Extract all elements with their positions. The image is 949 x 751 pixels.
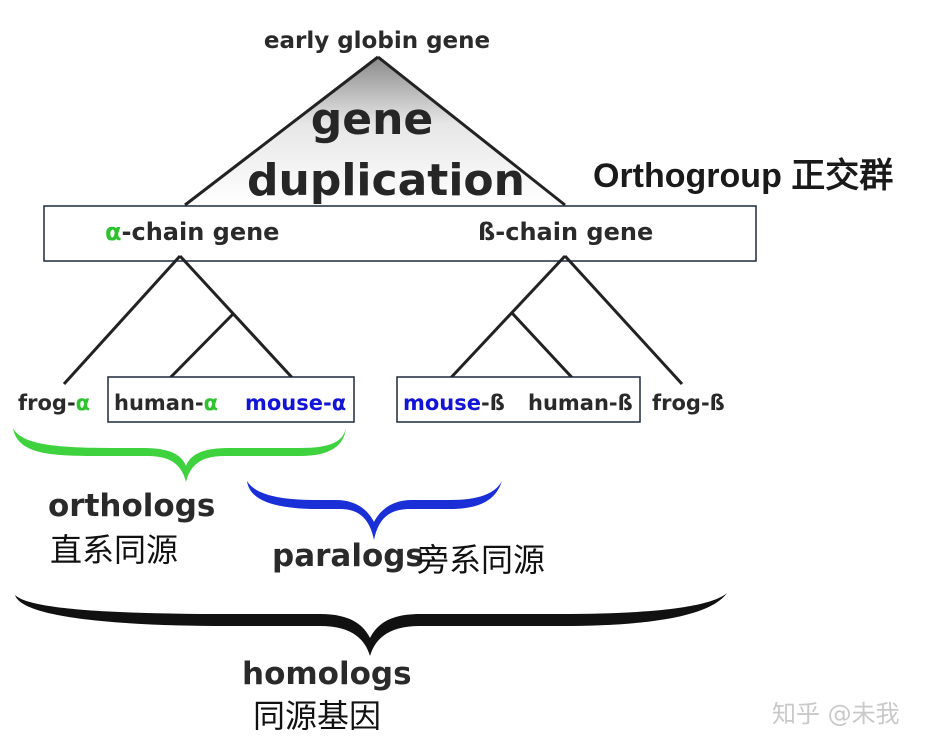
beta-paralog-box [396,376,641,423]
leaf-frog-alpha-name: frog- [18,391,76,415]
root-to-alpha-branch [184,55,379,207]
leaf-human-alpha: human-α [114,391,218,415]
root-label: early globin gene [264,28,490,54]
orthologs-label: orthologs [48,488,215,524]
alpha-chain-text: -chain gene [122,218,280,246]
alpha-chain-symbol: α [105,218,122,246]
orthologs-label-zh: 直系同源 [50,531,178,569]
duplication-triangle-fill [185,57,565,205]
alpha-chain-label: α-chain gene [105,218,279,246]
watermark: 知乎 @未我 [772,700,900,728]
paralogs-label: paralogs [272,538,424,574]
root-to-beta-branch [377,55,566,207]
leaf-frog-alpha-symbol: α [76,391,90,415]
event-label-line1: gene [311,94,434,145]
leaf-human-beta: human-ß [528,391,633,415]
orthogroup-box [43,205,757,262]
leaf-human-alpha-name: human- [114,391,204,415]
paralogs-brace [247,481,502,540]
leaf-mouse-alpha-name: mouse [245,391,323,415]
leaf-human-alpha-symbol: α [204,391,218,415]
homologs-label: homologs [242,656,412,692]
orthogroup-label: Orthogroup 正交群 [593,156,893,195]
leaf-mouse-alpha-suffix: -α [323,391,346,415]
homologs-label-zh: 同源基因 [253,697,381,735]
leaf-mouse-beta: mouse-ß [403,391,505,415]
leaf-mouse-beta-name: mouse [403,391,481,415]
paralogs-label-zh: 旁系同源 [417,541,545,579]
homologs-brace [15,593,727,656]
event-label-line2: duplication [247,155,525,206]
leaf-frog-beta: frog-ß [652,391,725,415]
beta-chain-label: ß-chain gene [478,218,653,246]
orthologs-brace [13,428,346,482]
leaf-mouse-alpha: mouse-α [245,391,346,415]
leaf-mouse-beta-suffix: -ß [481,391,505,415]
leaf-frog-alpha: frog-α [18,391,90,415]
beta-subtree [443,254,684,386]
alpha-subtree [62,254,300,386]
alpha-paralog-box [107,376,355,423]
